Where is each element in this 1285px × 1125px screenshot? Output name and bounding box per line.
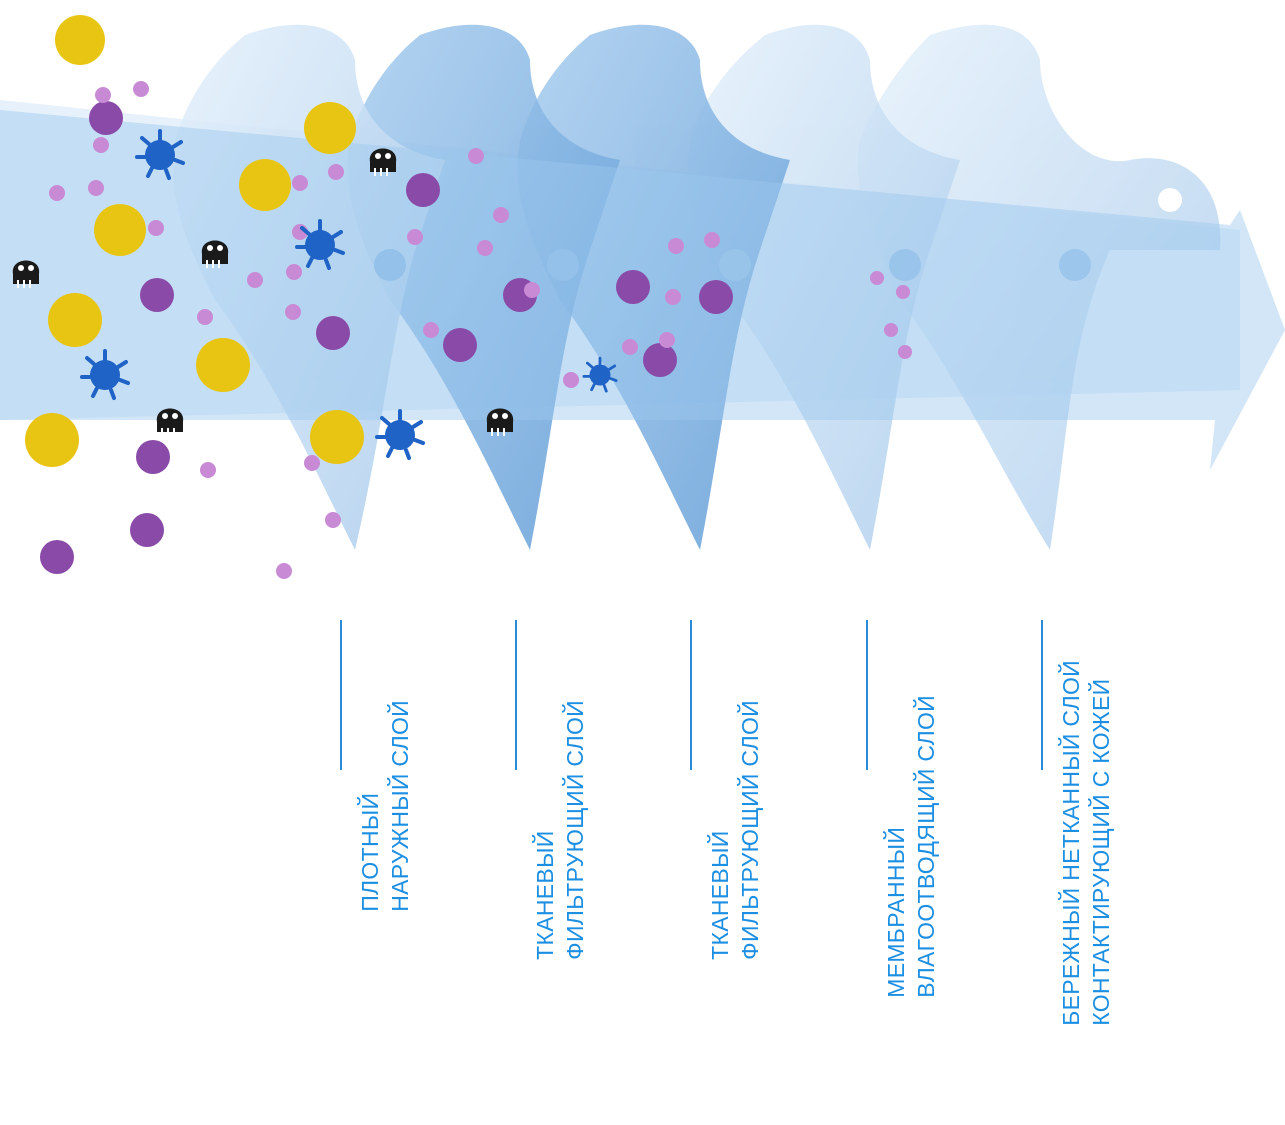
layer-label-text: БЕРЕЖНЫЙ НЕТКАННЫЙ СЛОЙ КОНТАКТИРУЮЩИЙ С…	[1056, 660, 1116, 1026]
label-line: ФИЛЬТРУЮЩИЙ СЛОЙ	[737, 700, 763, 960]
label-line: МЕМБРАННЫЙ	[883, 826, 909, 998]
label-rule	[1041, 620, 1043, 770]
skull-icon	[156, 408, 184, 436]
skull-icon	[486, 408, 514, 436]
layer-label-text: ТКАНЕВЫЙ ФИЛЬТРУЮЩИЙ СЛОЙ	[705, 700, 765, 960]
label-line: ПЛОТНЫЙ	[357, 792, 383, 912]
layer-label-text: МЕМБРАННЫЙ ВЛАГООТВОДЯЩИЙ СЛОЙ	[881, 695, 941, 998]
dust-particles	[25, 15, 364, 467]
label-rule	[515, 620, 517, 770]
layer-label-text: ПЛОТНЫЙ НАРУЖНЫЙ СЛОЙ	[355, 700, 415, 912]
label-line: ФИЛЬТРУЮЩИЙ СЛОЙ	[562, 700, 588, 960]
layer-label-text: ТКАНЕВЫЙ ФИЛЬТРУЮЩИЙ СЛОЙ	[530, 700, 590, 960]
label-rule	[340, 620, 342, 770]
label-line: ВЛАГООТВОДЯЩИЙ СЛОЙ	[913, 695, 939, 998]
mask-layers-illustration	[0, 15, 1285, 579]
mask-layer-inner	[858, 24, 1221, 550]
skull-icon	[369, 148, 397, 176]
label-rule	[866, 620, 868, 770]
skull-icon	[201, 240, 229, 268]
label-line: БЕРЕЖНЫЙ НЕТКАННЫЙ СЛОЙ	[1058, 660, 1084, 1026]
label-line: НАРУЖНЫЙ СЛОЙ	[387, 700, 413, 912]
label-line: КОНТАКТИРУЮЩИЙ С КОЖЕЙ	[1088, 678, 1114, 1026]
skull-icon	[12, 260, 40, 288]
label-line: ТКАНЕВЫЙ	[532, 830, 558, 960]
allergen-particles-small	[49, 81, 912, 579]
label-line: ТКАНЕВЫЙ	[707, 830, 733, 960]
label-rule	[690, 620, 692, 770]
